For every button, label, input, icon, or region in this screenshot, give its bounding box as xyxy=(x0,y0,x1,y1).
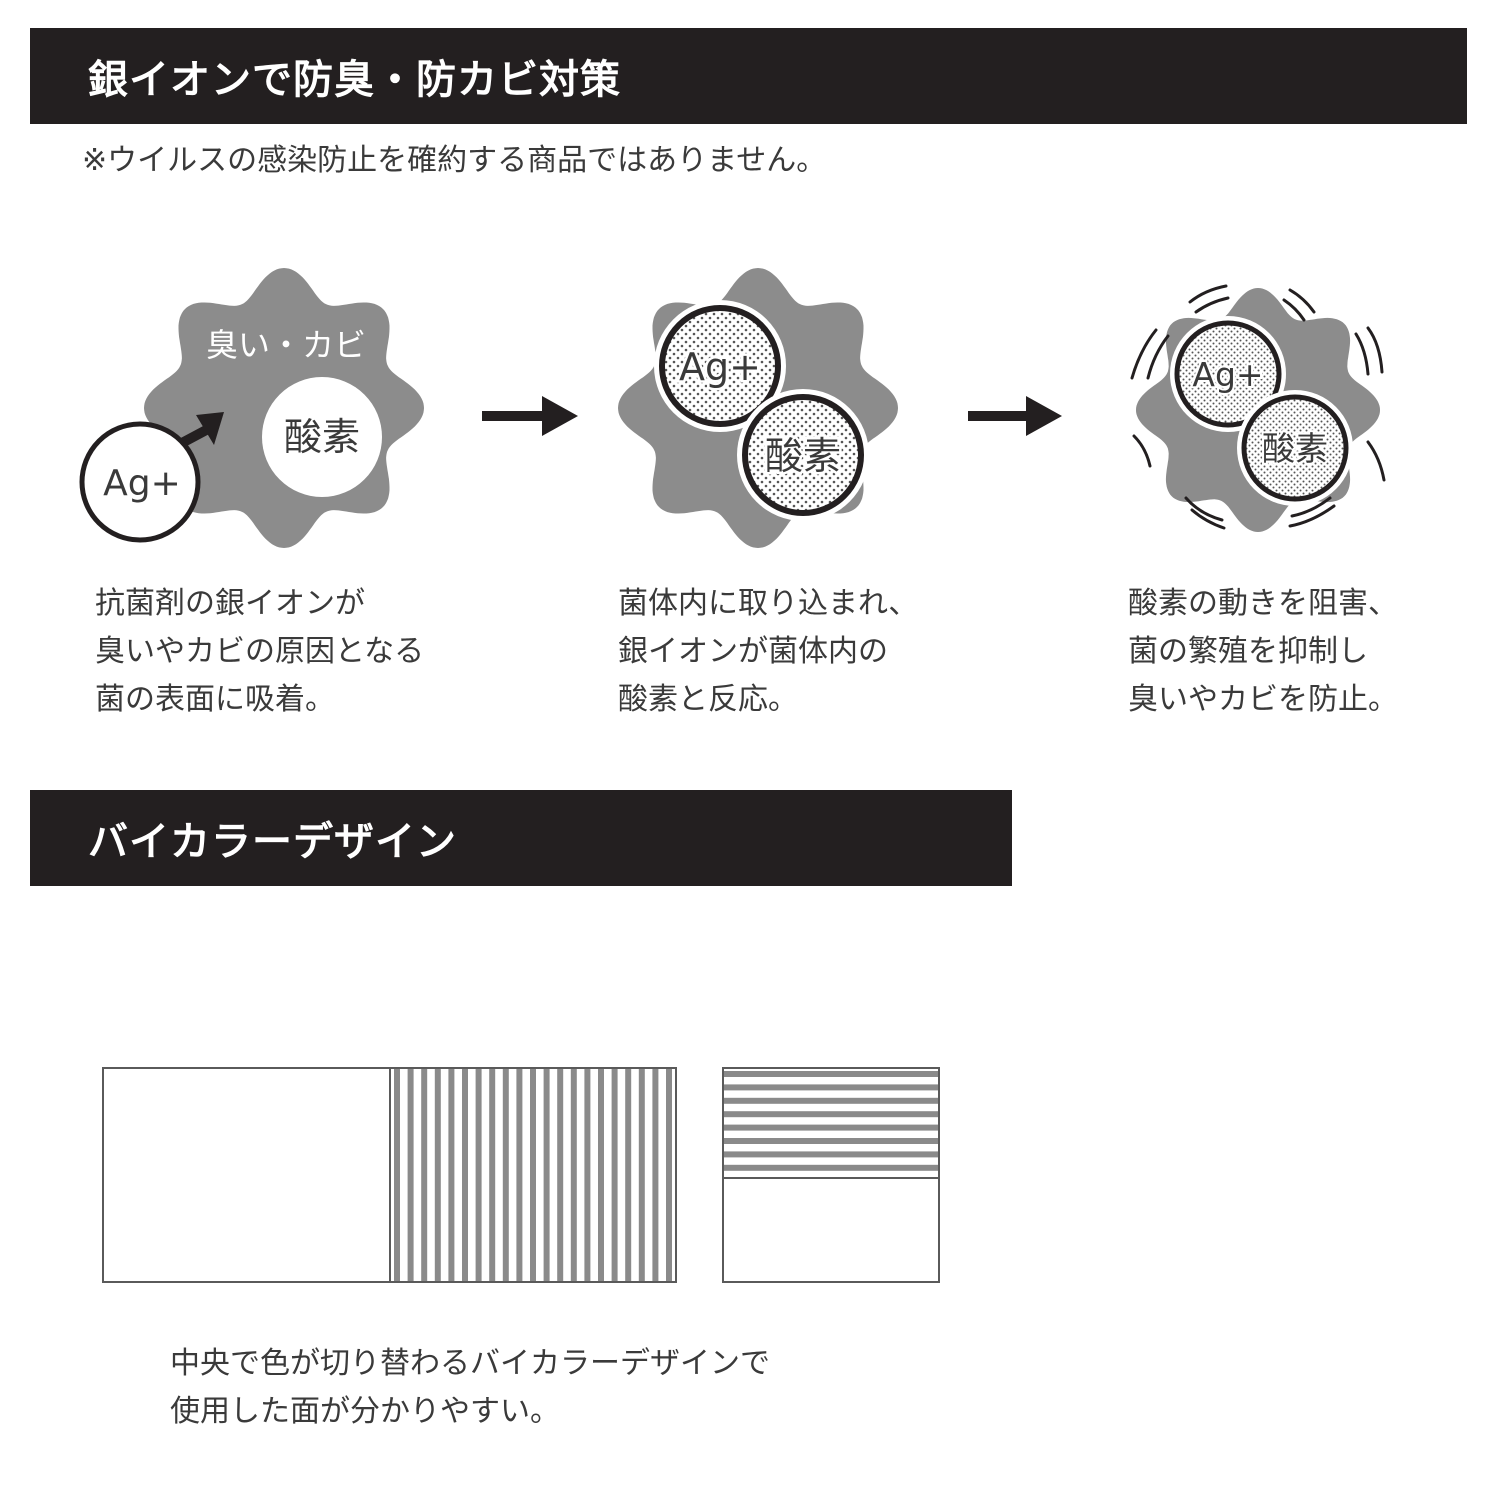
stripe xyxy=(598,1068,604,1282)
stripe xyxy=(723,1151,939,1158)
description-line: 使用した面が分かりやすい。 xyxy=(170,1394,560,1429)
description-line: 酸素と反応。 xyxy=(618,682,798,717)
stripe xyxy=(638,1068,645,1282)
description-line: 菌の繁殖を抑制し xyxy=(1128,634,1368,669)
oxygen-circle xyxy=(742,394,864,516)
stripe xyxy=(652,1068,659,1282)
adsorb-arrow-icon xyxy=(177,412,224,449)
stripe xyxy=(723,1111,939,1118)
stripe xyxy=(611,1068,618,1282)
bicolor-description: 中央で色が切り替わるバイカラーデザインで 使用した面が分かりやすい。 xyxy=(170,1340,770,1436)
oxygen-circle xyxy=(1241,394,1349,502)
stripe xyxy=(502,1068,509,1282)
oxygen-label: 酸素 xyxy=(284,415,360,459)
oxygen-circle xyxy=(262,377,382,497)
stripe xyxy=(489,1068,496,1282)
stripe xyxy=(723,1071,939,1077)
description-line: 菌の表面に吸着。 xyxy=(95,682,335,717)
stripe xyxy=(625,1068,632,1282)
disclaimer-note: ※ウイルスの感染防止を確約する商品ではありません。 xyxy=(82,143,827,178)
silver-ion-label: Ag+ xyxy=(1192,355,1263,394)
description-line: 臭いやカビを防止。 xyxy=(1128,682,1398,717)
description-line: 銀イオンが菌体内の xyxy=(618,634,888,669)
arrow-right-icon xyxy=(482,396,578,436)
bicolor-illustration xyxy=(102,1067,940,1283)
stripe xyxy=(434,1068,441,1282)
stripe xyxy=(723,1124,939,1131)
section-title-text: 銀イオンで防臭・防カビ対策 xyxy=(88,57,621,103)
stripe xyxy=(723,1138,939,1144)
step1-diagram: 臭い・カビ 酸素 Ag+ xyxy=(79,268,424,548)
description-line: 酸素の動きを阻害、 xyxy=(1128,586,1398,621)
step3-diagram: Ag+ 酸素 xyxy=(1130,284,1386,532)
silver-ion-circle xyxy=(79,421,201,543)
stripe xyxy=(584,1068,591,1282)
stripe xyxy=(462,1068,468,1282)
stripe xyxy=(421,1068,428,1282)
silver-ion-label: Ag+ xyxy=(679,345,761,389)
step3-description: 酸素の動きを阻害、 菌の繁殖を抑制し 臭いやカビを防止。 xyxy=(1128,580,1398,724)
section-title-antibacterial: 銀イオンで防臭・防カビ対策 xyxy=(30,28,1467,124)
stripe xyxy=(570,1068,577,1282)
description-line: 抗菌剤の銀イオンが xyxy=(95,586,365,621)
section-title-bicolor: バイカラーデザイン xyxy=(30,790,1012,886)
stripe xyxy=(723,1164,939,1171)
description-line: 菌体内に取り込まれ、 xyxy=(618,586,919,621)
oxygen-label: 酸素 xyxy=(765,434,841,478)
silver-ion-circle xyxy=(1174,320,1282,428)
stripe xyxy=(543,1068,550,1282)
stripe xyxy=(394,1068,400,1282)
section-title-text: バイカラーデザイン xyxy=(88,819,457,865)
bacteria-label: 臭い・カビ xyxy=(206,326,366,364)
stripe xyxy=(530,1068,536,1282)
stripe xyxy=(407,1068,414,1282)
vertical-stripes xyxy=(394,1068,672,1282)
stripe xyxy=(557,1068,564,1282)
step2-diagram: Ag+ 酸素 xyxy=(618,268,898,548)
silver-ion-circle xyxy=(659,305,781,427)
stripe xyxy=(475,1068,482,1282)
arrow-right-icon xyxy=(968,396,1062,436)
stripe xyxy=(723,1084,939,1091)
stripe xyxy=(448,1068,455,1282)
stripe xyxy=(516,1068,523,1282)
horizontal-stripes xyxy=(723,1071,939,1171)
description-line: 臭いやカビの原因となる xyxy=(95,634,425,669)
silver-ion-label: Ag+ xyxy=(103,463,181,504)
vibration-lines-icon xyxy=(1130,284,1386,530)
step2-description: 菌体内に取り込まれ、 銀イオンが菌体内の 酸素と反応。 xyxy=(618,580,918,724)
stripe xyxy=(723,1097,939,1104)
description-line: 中央で色が切り替わるバイカラーデザインで xyxy=(170,1346,770,1381)
stripe xyxy=(666,1068,672,1282)
step1-description: 抗菌剤の銀イオンが 臭いやカビの原因となる 菌の表面に吸着。 xyxy=(95,580,424,724)
oxygen-label: 酸素 xyxy=(1262,429,1328,468)
